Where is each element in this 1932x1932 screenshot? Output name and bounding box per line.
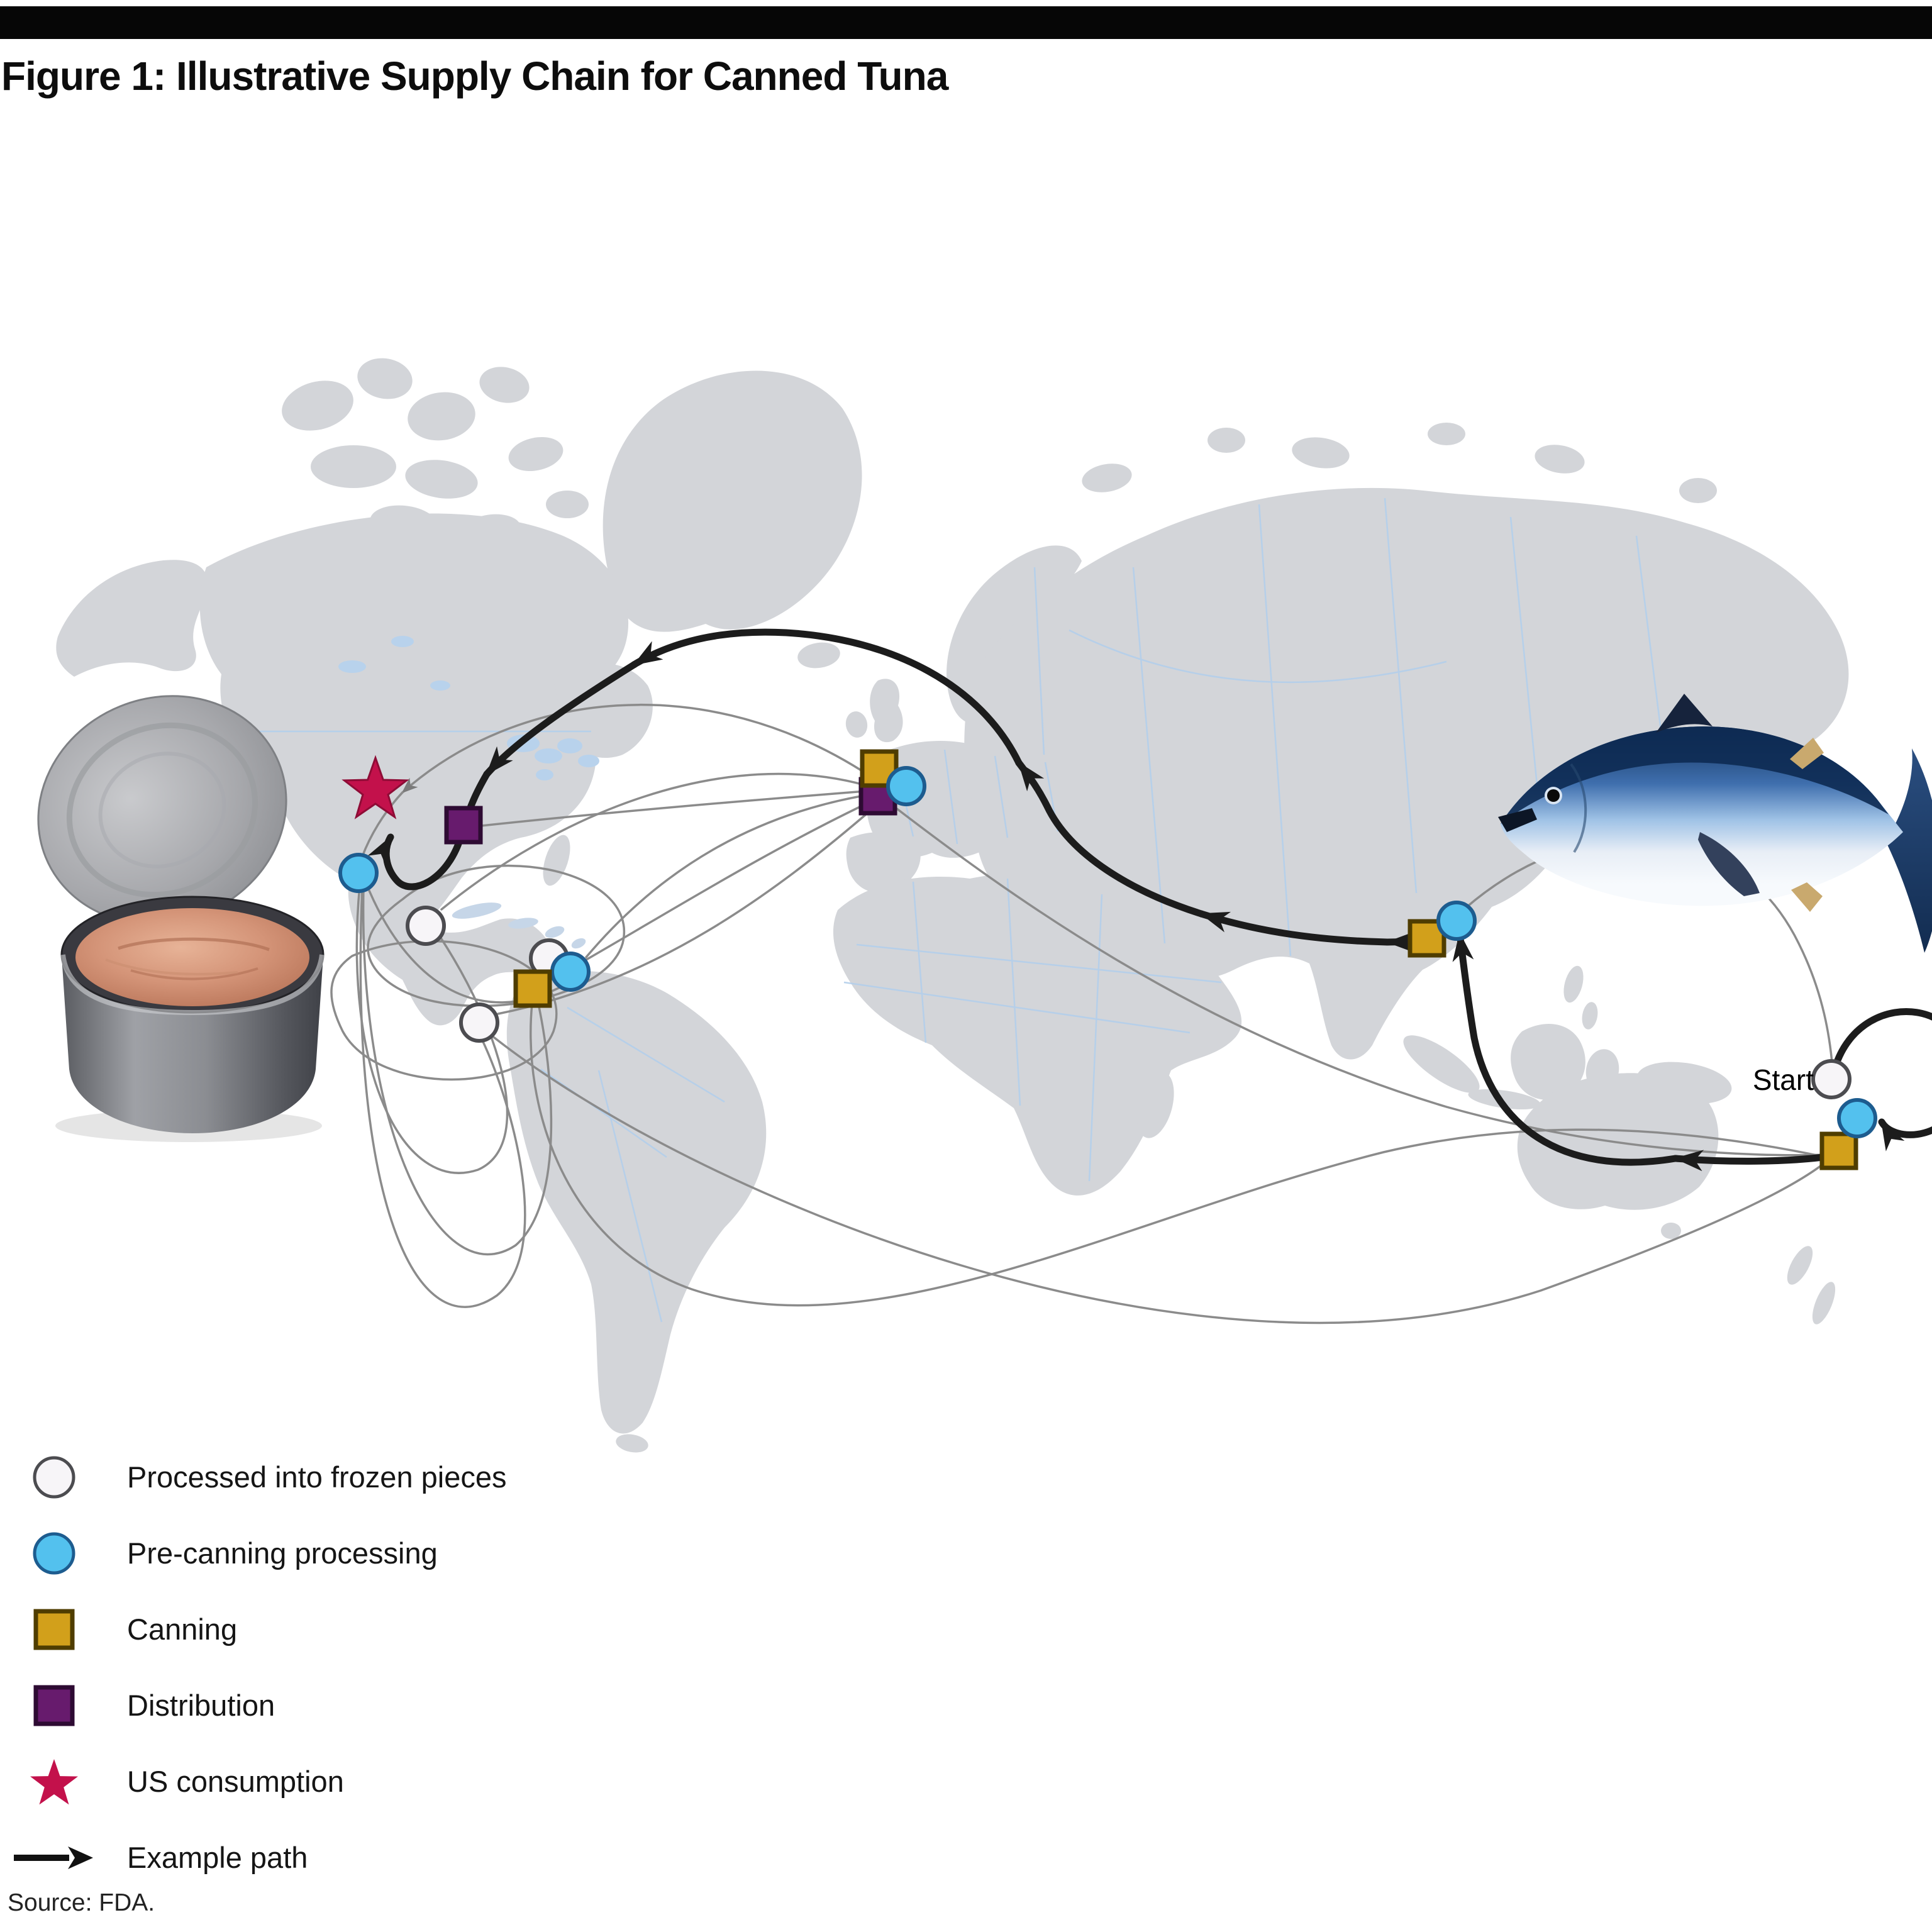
mexico-precanning-node (338, 853, 379, 893)
mexico-loop-2-edge (362, 886, 553, 1255)
cluster-ellipse-2-edge (330, 940, 558, 1081)
europe-to-us-b-edge (361, 791, 404, 858)
top-black-bar (0, 6, 1932, 39)
open-tuna-can-illustration (37, 695, 325, 1142)
supply-chain-nodes-layer (338, 749, 1877, 1170)
europe-to-us-a-edge (401, 704, 872, 794)
pacific-to-sa-long-edge (530, 1002, 1828, 1307)
ecuador-to-pacific-edge (487, 1031, 1831, 1324)
europe-precanning-node (886, 766, 926, 806)
distribution-swatch-icon (33, 1685, 75, 1726)
legend-item-distribution: Distribution (9, 1667, 507, 1743)
legend-item-label: US consumption (127, 1765, 344, 1798)
legend-item-frozen: Processed into frozen pieces (9, 1439, 507, 1515)
pacific-start-frozen-node (1811, 1059, 1852, 1099)
example-path-swatch-icon (14, 1846, 93, 1869)
legend-item-example-path: Example path (9, 1819, 507, 1896)
map-labels-layer: Start (1753, 1063, 1814, 1096)
south-america-precanning-node (550, 952, 591, 992)
start-label: Start (1753, 1063, 1814, 1096)
europe-to-sa-precan-edge (585, 792, 877, 958)
pacific-precanning-node (1837, 1098, 1877, 1138)
source-note: Source: FDA. (8, 1889, 155, 1916)
caribbean-frozen-node (406, 906, 446, 946)
southeast-asia-precanning-node (1436, 901, 1477, 941)
legend-item-consumption: US consumption (9, 1743, 507, 1819)
europe-to-pacific-edge (884, 799, 1826, 1157)
tuna-fish-illustration (1498, 694, 1932, 953)
legend-item-label: Processed into frozen pieces (127, 1460, 507, 1494)
figure-title: Figure 1: Illustrative Supply Chain for … (1, 53, 948, 99)
frozen-swatch-icon (33, 1456, 75, 1498)
great-lakes (338, 636, 599, 780)
atlantic-to-us-edge (483, 661, 638, 778)
us-dist-to-star-edge (367, 825, 467, 891)
continents (56, 358, 1849, 1453)
europe-to-caribbean-edge (440, 772, 874, 911)
canning-swatch-icon (33, 1609, 75, 1650)
sea-west-2-edge (1197, 910, 1391, 946)
legend-item-label: Canning (127, 1613, 238, 1646)
mexico-loop-3-edge (359, 886, 526, 1308)
ecuador-frozen-node (459, 1002, 499, 1043)
europe-to-ecuador-edge (497, 805, 877, 1015)
example-path-layer (367, 628, 1932, 1172)
pacific-west-1-edge (1672, 1150, 1836, 1172)
legend-item-label: Pre-canning processing (127, 1536, 438, 1570)
europe-atlantic-apex-edge (630, 628, 1023, 767)
consumption-swatch-icon (30, 1758, 78, 1804)
legend-item-precanning: Pre-canning processing (9, 1515, 507, 1591)
south-america-canning-node (513, 969, 552, 1008)
legend-item-label: Example path (127, 1841, 308, 1874)
precanning-swatch-icon (33, 1532, 75, 1574)
pacific-canning-node (1819, 1131, 1858, 1170)
us-to-europe-line-edge (474, 790, 867, 828)
legend-item-canning: Canning (9, 1591, 507, 1667)
asia-to-europe-edge (1015, 759, 1205, 918)
legend-item-label: Distribution (127, 1689, 275, 1722)
caribbean-islands (452, 902, 586, 949)
europe-to-sa-canning-edge (550, 799, 875, 981)
pacific-to-sea-edge (1452, 930, 1679, 1166)
us-distribution-node (444, 806, 483, 845)
us-consumption-node (341, 755, 409, 819)
start-loop-edge (1831, 1008, 1932, 1152)
